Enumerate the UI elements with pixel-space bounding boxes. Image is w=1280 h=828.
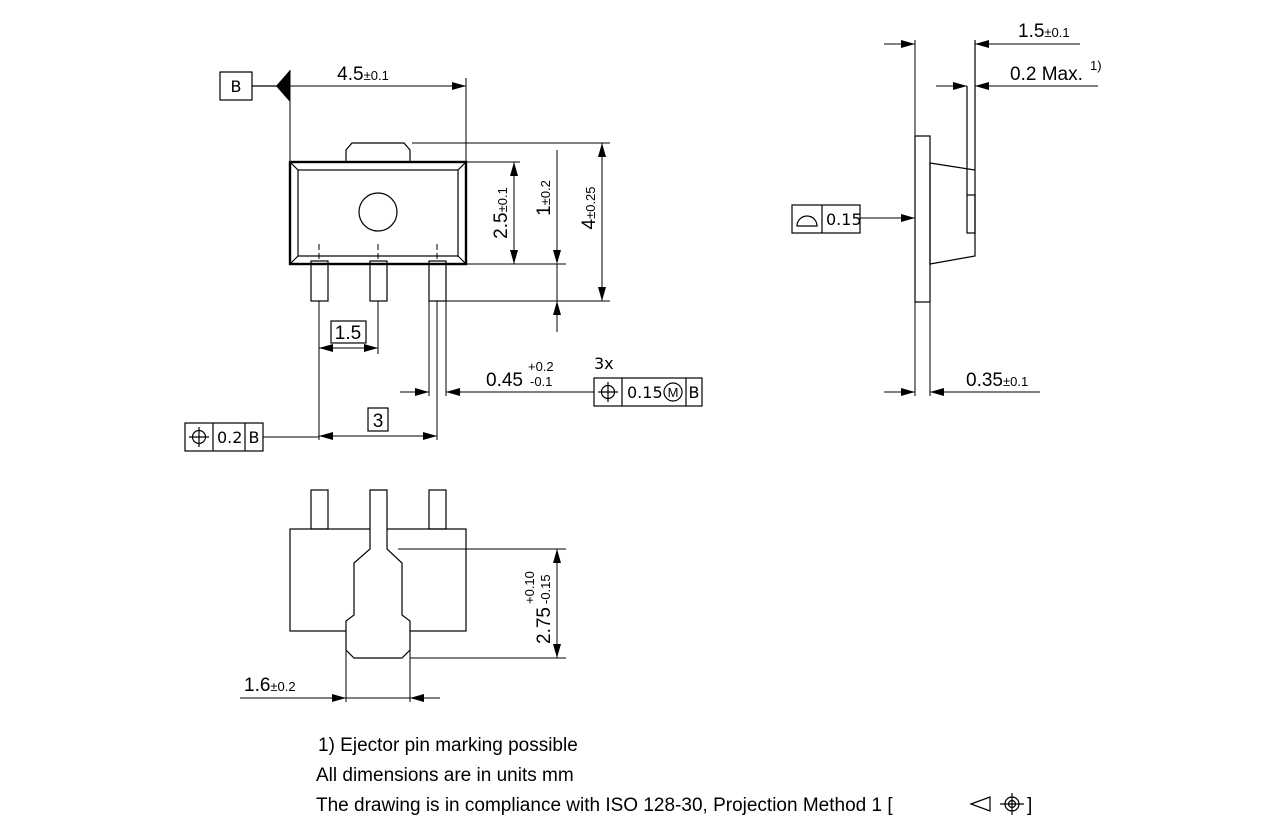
fcf-tab: 0.2 B [184, 422, 319, 452]
note-iso: The drawing is in compliance with ISO 12… [316, 795, 893, 816]
width-dim-text: 4.5±0.1 [337, 64, 389, 85]
lead-width-dim-text: 0.45 [486, 370, 523, 391]
total-height-dim-text: 4±0.25 [579, 186, 600, 229]
side-lead [914, 135, 931, 303]
svg-text:0.15: 0.15 [627, 383, 663, 402]
side-body [929, 162, 976, 265]
pad-height-dim-text: 2.75 [534, 607, 555, 644]
datum-triangle [276, 70, 290, 102]
note-units: All dimensions are in units mm [316, 765, 574, 786]
notes: 1) Ejector pin marking possible All dime… [316, 735, 1032, 816]
lead-2 [369, 260, 388, 302]
lead-3 [428, 260, 447, 302]
bottom-view: 2.75 +0.10 -0.15 1.6±0.2 [240, 489, 566, 702]
note-iso-suffix: ] [1027, 795, 1032, 816]
side-view: 1.5±0.1 0.2 Max. 1) 0.15 0.35±0.1 [791, 21, 1102, 396]
mmc-modifier-icon [663, 382, 683, 402]
span-basic-box [367, 407, 389, 432]
note-ejector: 1) Ejector pin marking possible [318, 735, 578, 756]
lead-width-tol-upper: +0.2 [528, 359, 554, 374]
tab-height-dim-text: 2.5±0.1 [491, 187, 512, 239]
bottom-lead-1 [310, 489, 329, 530]
pitch-basic-text: 1.5 [335, 323, 361, 344]
svg-text:M: M [668, 385, 679, 400]
package-body [288, 160, 468, 266]
projection-method-icon [969, 793, 1024, 815]
lead-width-tol-lower: -0.1 [530, 374, 552, 389]
svg-text:B: B [249, 428, 260, 447]
ejector-pin-circle [358, 192, 398, 232]
position-icon [598, 382, 618, 402]
side-lead-thickness-dim-text: 0.35±0.1 [966, 370, 1028, 391]
pad-height-tol-upper: +0.10 [522, 571, 537, 604]
span-basic-text: 3 [373, 411, 384, 432]
lead-len-dim-text: 1±0.2 [534, 180, 555, 216]
fcf-leads: 0.15 M B [593, 377, 703, 407]
svg-text:0.15: 0.15 [826, 210, 862, 229]
datum-b-label: B [231, 77, 242, 96]
pad-height-tol-lower: -0.15 [538, 574, 553, 604]
profile-surface-icon [796, 215, 818, 227]
top-view: B 4.5±0.1 2.5±0.1 [184, 64, 703, 452]
bottom-lead-3 [428, 489, 447, 530]
side-max-note-ref: 1) [1090, 58, 1102, 73]
lead-1 [310, 260, 329, 302]
pitch-basic-box [330, 320, 367, 344]
svg-text:0.2: 0.2 [217, 428, 242, 447]
bottom-pad [345, 489, 411, 659]
position-icon [189, 427, 209, 447]
package-tab [345, 142, 411, 162]
lead-count-prefix: 3x [594, 354, 614, 373]
side-max-dim-text: 0.2 Max. [1010, 64, 1083, 85]
fcf-profile: 0.15 [791, 204, 915, 234]
side-thickness-dim-text: 1.5±0.1 [1018, 21, 1070, 42]
pad-width-dim-text: 1.6±0.2 [244, 675, 296, 696]
svg-text:B: B [689, 383, 700, 402]
